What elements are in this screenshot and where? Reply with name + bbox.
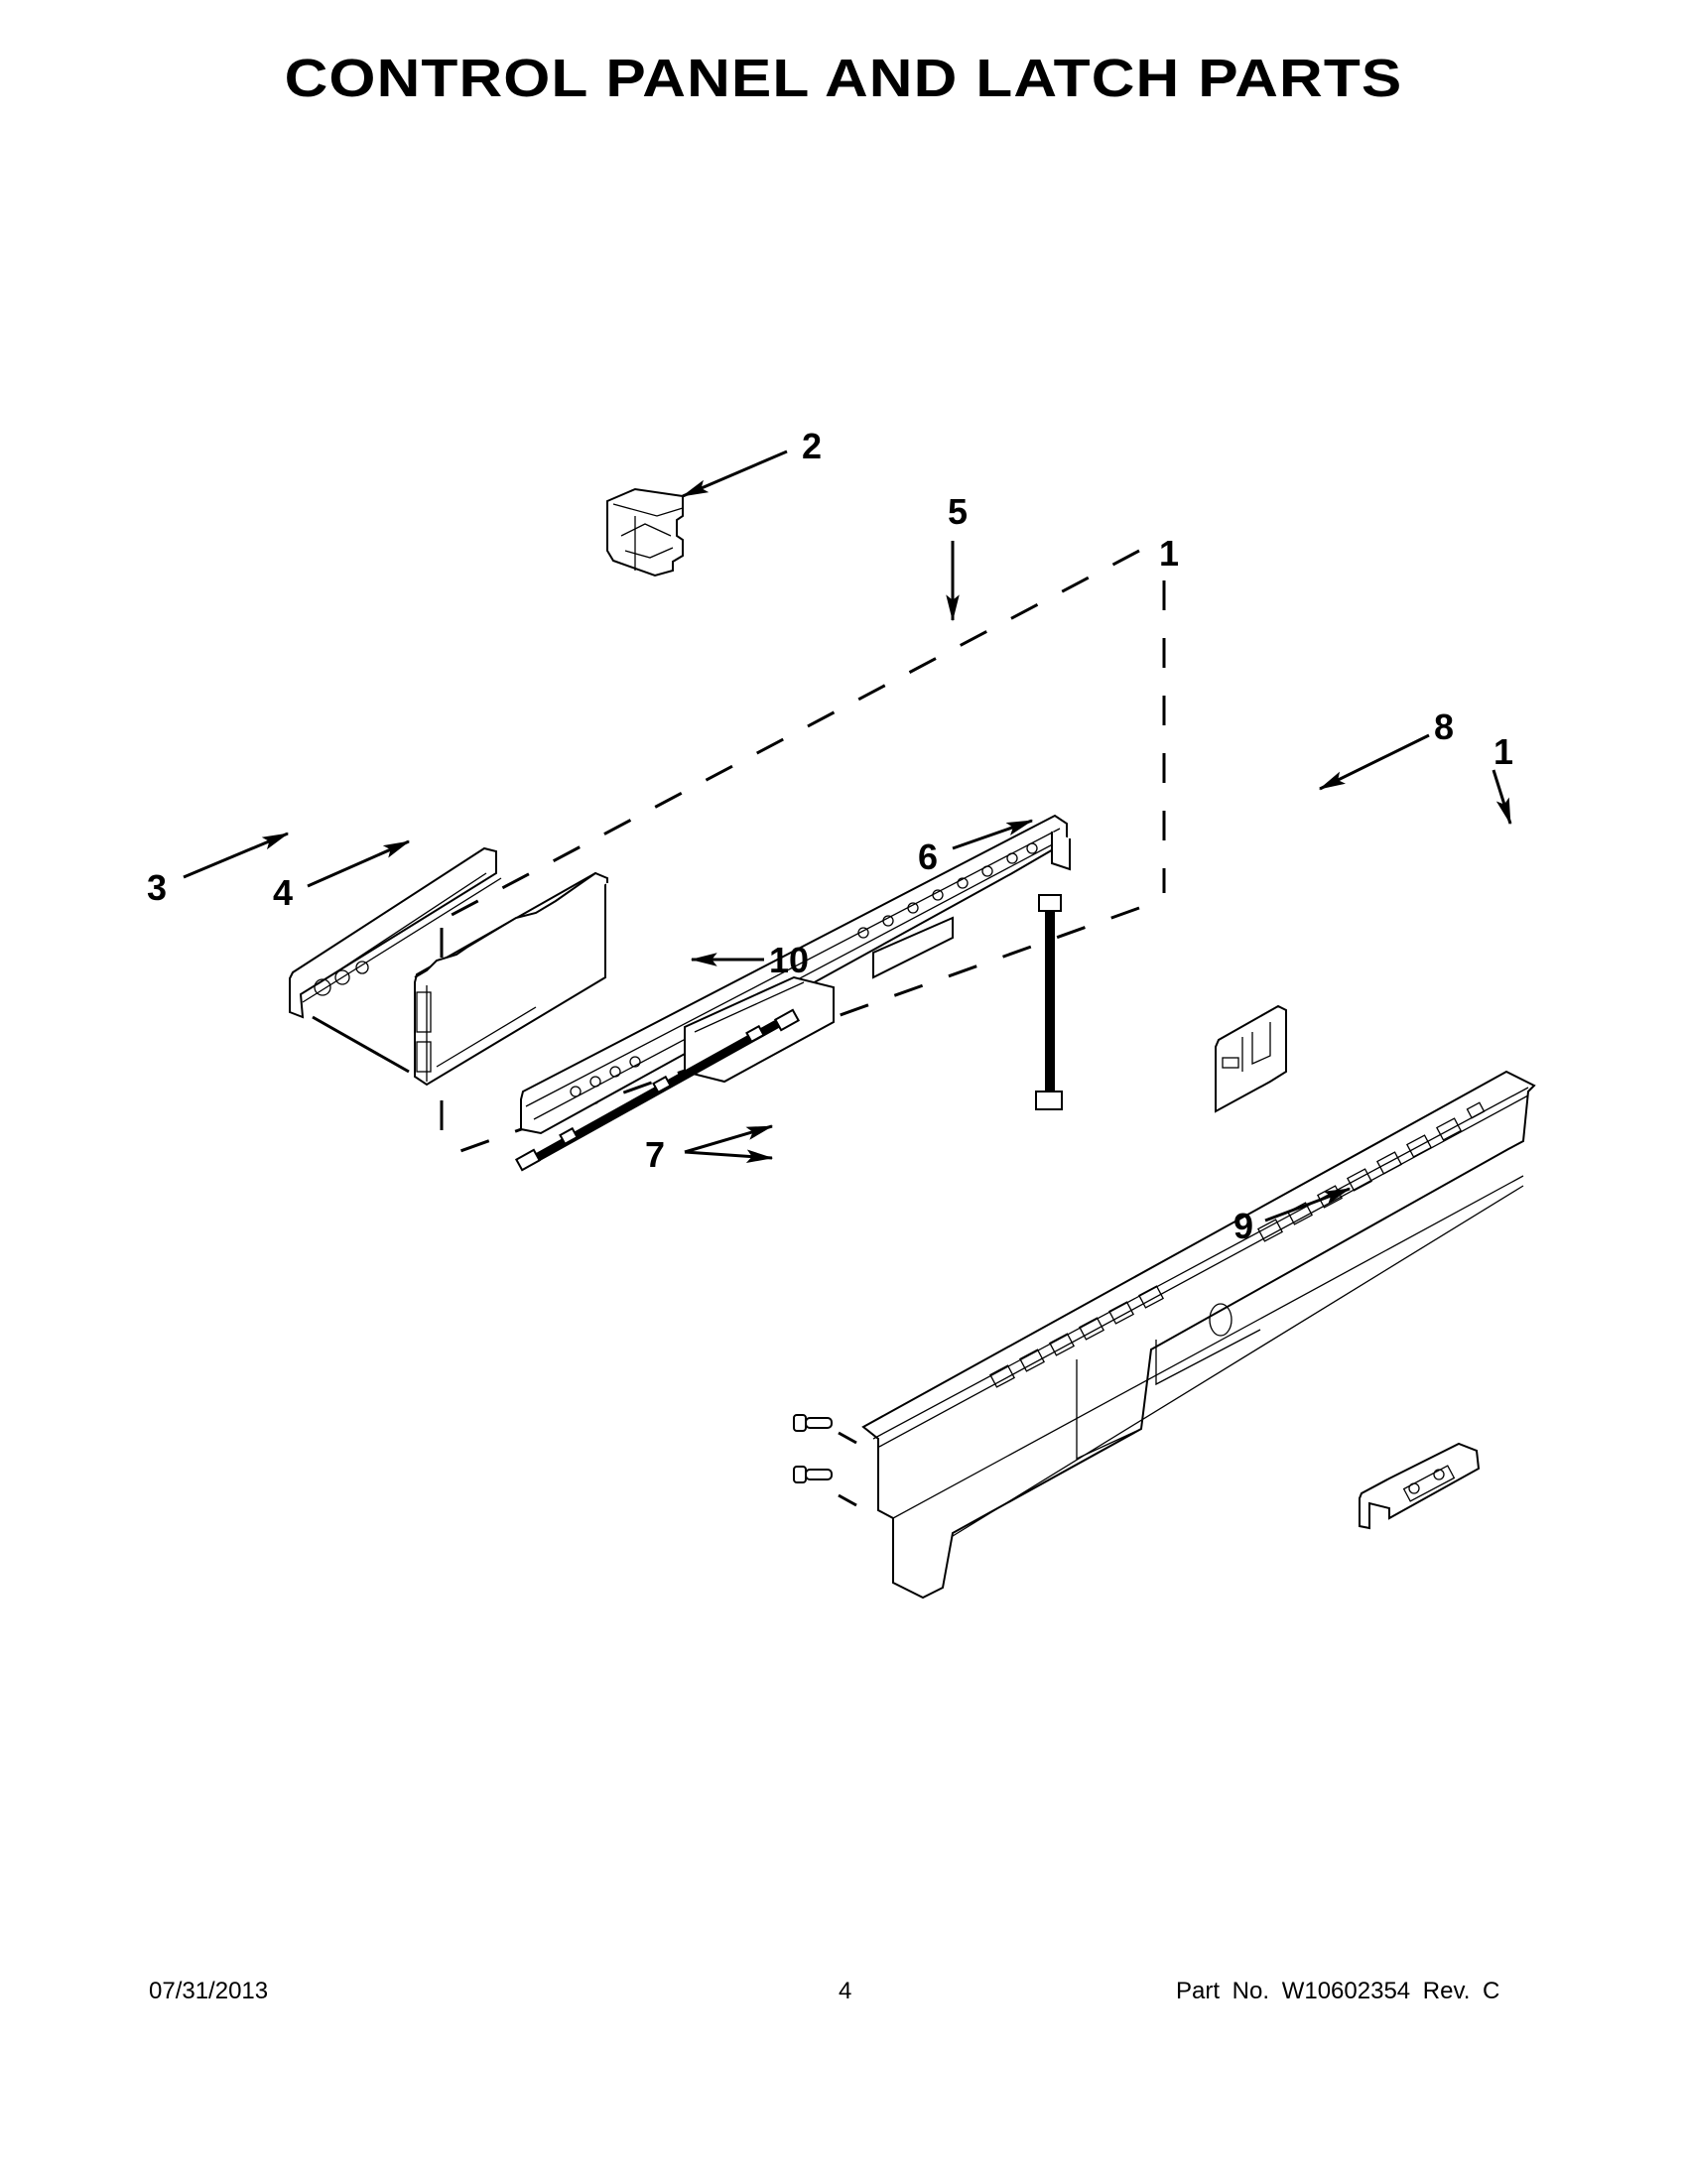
callout-2[interactable]: 2: [802, 426, 822, 466]
connector-line-3-to-4: [312, 1015, 410, 1074]
part-1-control-panel[interactable]: [861, 1070, 1536, 1600]
callout-10[interactable]: 10: [769, 940, 809, 980]
callout-1-boundary: 1: [1159, 533, 1179, 574]
footer-date: 07/31/2013: [149, 1978, 269, 2004]
part-3-ui-bracket[interactable]: [289, 846, 502, 1019]
callout-6[interactable]: 6: [918, 836, 938, 877]
callout-8[interactable]: 8: [1434, 707, 1454, 747]
footer-page-number: 4: [839, 1978, 852, 2004]
callout-7[interactable]: 7: [645, 1134, 665, 1175]
callout-5[interactable]: 5: [948, 491, 968, 532]
callout-9[interactable]: 9: [1233, 1206, 1253, 1246]
screw-upper: [793, 1414, 833, 1432]
screw-lower: [793, 1466, 833, 1483]
part-6-wire-harness[interactable]: [1035, 894, 1063, 1110]
footer-part-number: Part No. W10602354 Rev. C: [1176, 1978, 1500, 2004]
part-9-door-latch[interactable]: [1359, 1442, 1481, 1530]
callout-3[interactable]: 3: [147, 867, 167, 908]
part-10-ribbon-cable[interactable]: [514, 1008, 801, 1172]
housing-button-posts: [570, 842, 1038, 1097]
control-panel-buttons: [989, 1101, 1486, 1388]
part-8-badge-plate[interactable]: [1215, 1004, 1287, 1113]
part-7-screws[interactable]: [793, 1414, 857, 1507]
page-title: CONTROL PANEL AND LATCH PARTS: [284, 49, 1403, 108]
part-2-end-cap[interactable]: [606, 487, 684, 578]
callout-1[interactable]: 1: [1493, 731, 1513, 772]
part-4-control-board[interactable]: [414, 871, 608, 1087]
leader-arrows: [183, 450, 1512, 1222]
callout-4[interactable]: 4: [273, 872, 293, 913]
